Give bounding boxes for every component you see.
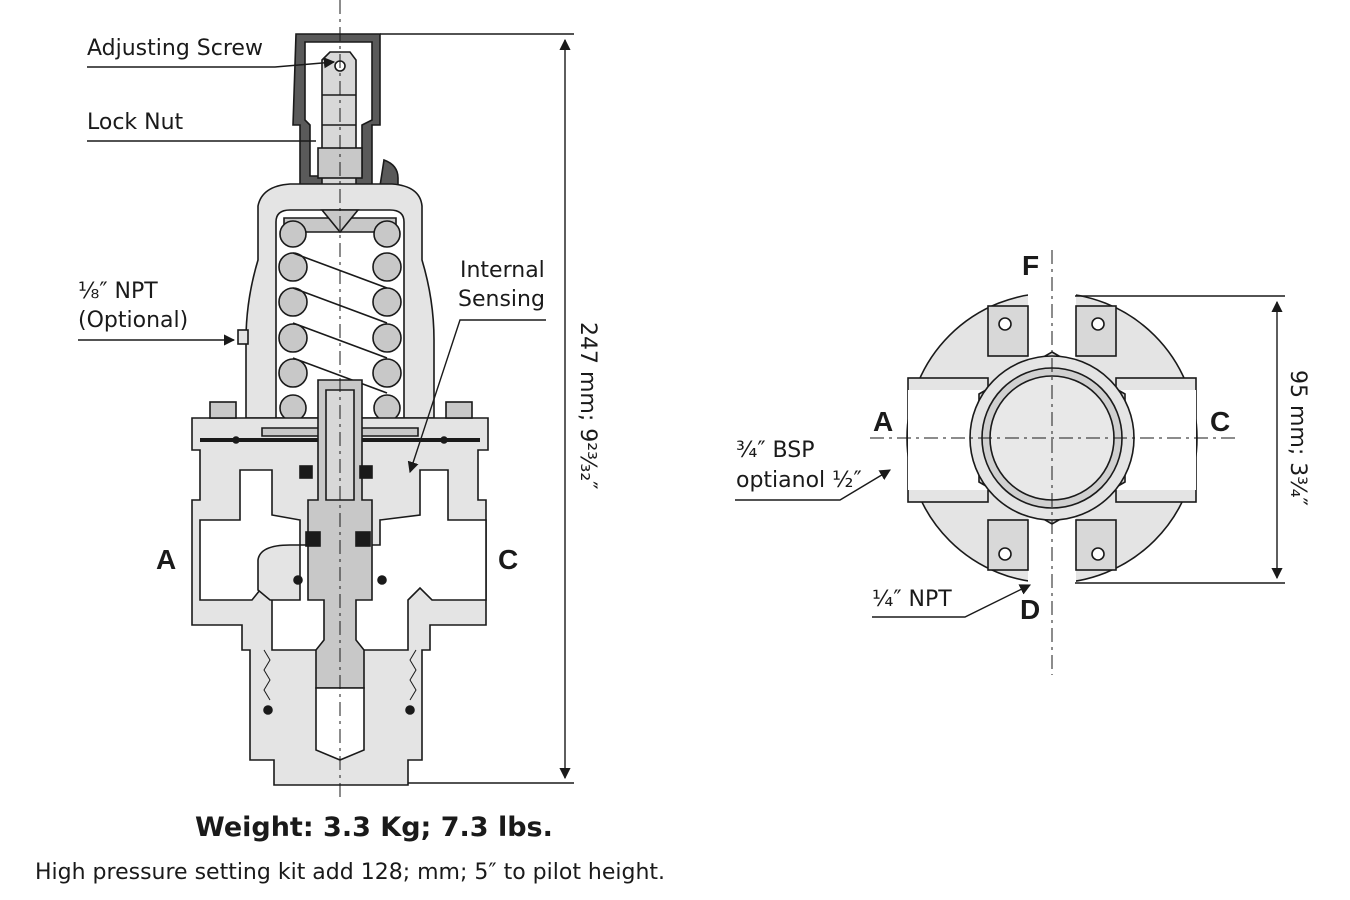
port-d: D	[1020, 594, 1041, 625]
height-dimension	[380, 33, 574, 784]
lock-nut-label: Lock Nut	[87, 110, 184, 135]
port-a-left: A	[156, 544, 177, 575]
right-top-view	[870, 250, 1240, 675]
port-c-right: C	[1210, 406, 1231, 437]
port-a-right: A	[873, 406, 894, 437]
left-section-view	[191, 0, 489, 800]
pressure-kit-note: High pressure setting kit add 128; mm; 5…	[35, 860, 666, 885]
height-dimension-label: 247 mm; 9²³⁄₃₂″	[575, 322, 600, 490]
internal-sensing-label: Internal	[460, 258, 545, 283]
npt-optional-label: ⅛″ NPT	[78, 279, 158, 304]
weight-text: Weight: 3.3 Kg; 7.3 lbs.	[195, 812, 553, 843]
internal-sensing-sub-label: Sensing	[458, 287, 545, 312]
right-leaders	[735, 295, 1285, 618]
port-c-left: C	[498, 544, 519, 575]
port-f: F	[1022, 250, 1040, 281]
left-leaders	[78, 57, 546, 474]
bsp-optional-label: optianol ½″	[736, 468, 862, 493]
npt-label: ¼″ NPT	[872, 587, 952, 612]
bsp-label: ¾″ BSP	[736, 438, 815, 463]
spring	[278, 220, 402, 422]
width-dimension-label: 95 mm; 3¾″	[1285, 370, 1310, 506]
adjusting-screw-label: Adjusting Screw	[87, 36, 263, 61]
npt-optional-sub-label: (Optional)	[78, 308, 189, 333]
